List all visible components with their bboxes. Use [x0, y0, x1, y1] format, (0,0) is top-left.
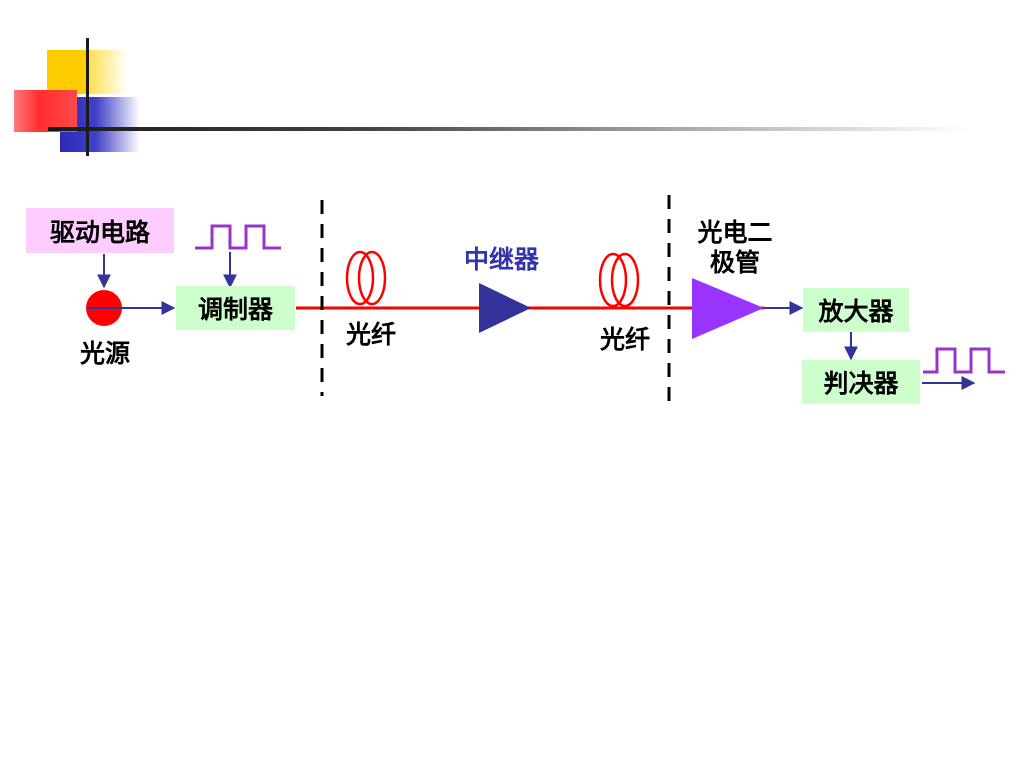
light-source-label: 光源 [80, 339, 131, 368]
fiber-coil-icon [598, 252, 640, 308]
modulator-label: 调制器 [197, 295, 273, 324]
header-deco-yellow [47, 50, 87, 94]
driver-circuit-label: 驱动电路 [49, 217, 150, 247]
amplifier-box: 放大器 [803, 288, 909, 332]
input-pulse-icon [195, 224, 281, 250]
repeater-label: 中继器 [464, 245, 540, 274]
header-rule [48, 127, 968, 131]
photodiode-label: 光电二 极管 [690, 218, 780, 278]
driver-circuit-box: 驱动电路 [26, 208, 174, 253]
decider-label: 判决器 [823, 369, 899, 398]
modulator-box: 调制器 [176, 286, 295, 330]
photodiode-label-line2: 极管 [709, 248, 760, 277]
decider-box: 判决器 [802, 360, 920, 404]
header-vertical-rule [86, 38, 89, 156]
fiber-label-1: 光纤 [346, 320, 397, 349]
photodiode-label-line1: 光电二 [697, 218, 773, 247]
fiber-coil-icon [345, 250, 387, 306]
photodiode-icon [692, 278, 764, 339]
output-pulse-icon [923, 347, 1005, 374]
fiber-label-2: 光纤 [600, 325, 651, 354]
repeater-icon [479, 283, 531, 333]
header-deco-red [14, 90, 77, 132]
header-deco-yellow-fade [87, 50, 127, 94]
amplifier-label: 放大器 [818, 297, 894, 326]
